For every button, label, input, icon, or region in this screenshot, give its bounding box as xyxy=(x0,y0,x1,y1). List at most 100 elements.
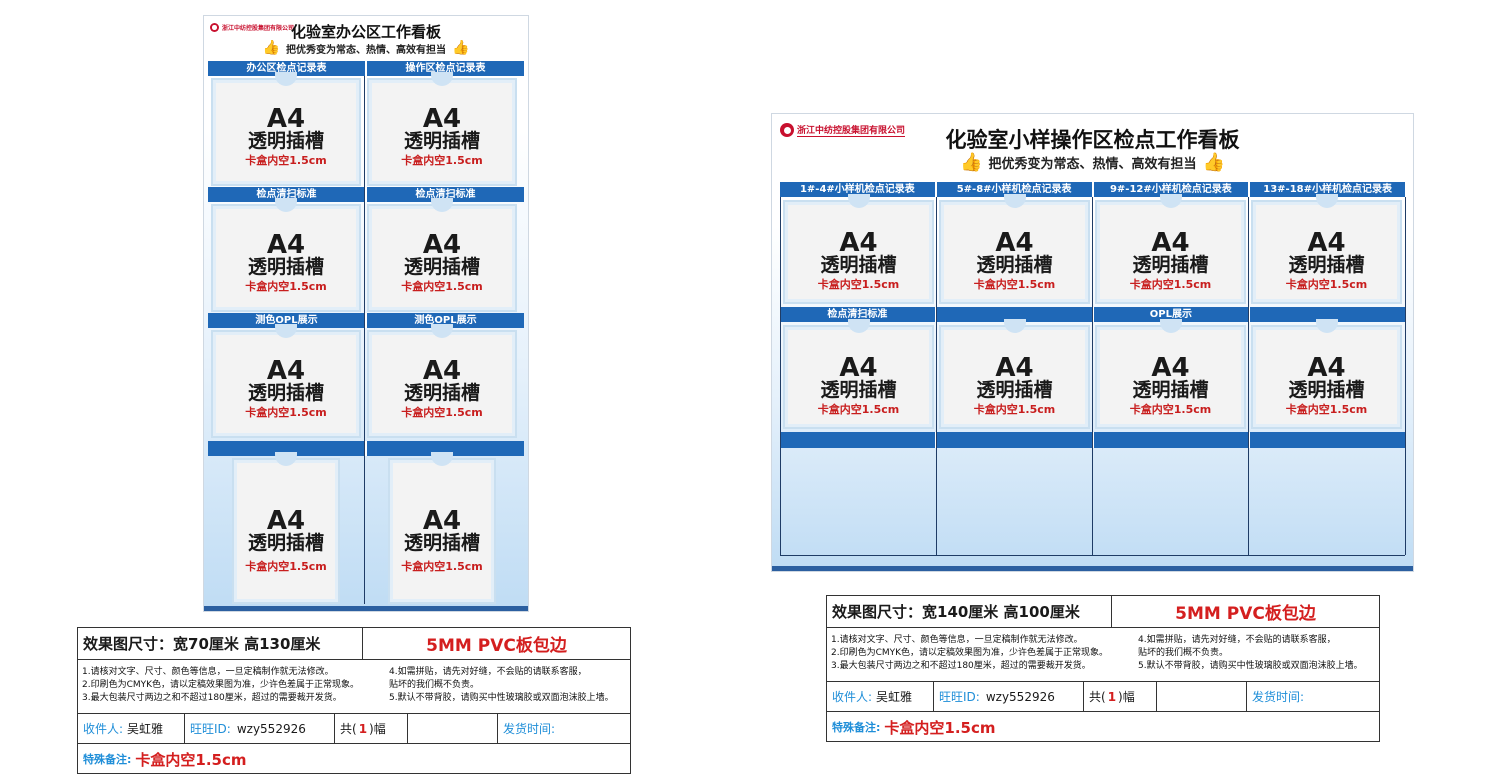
card-hole xyxy=(275,324,297,338)
band-label xyxy=(208,441,367,456)
board-title: 化验室小样操作区检点工作看板 xyxy=(945,128,1240,152)
info-special-row: 特殊备注: 卡盒内空1.5cm xyxy=(827,712,1379,742)
column-divider xyxy=(936,197,937,555)
note-line: 2.印刷色为CMYK色，请以定稿效果图为准，少许色差属于正常现象。 xyxy=(831,648,1109,658)
card-a4: A4 xyxy=(422,356,462,386)
count-cell: 共( 1 )幅 xyxy=(1084,682,1157,711)
card-a4: A4 xyxy=(422,506,462,536)
slogan-text: 把优秀变为常态、热情、高效有担当 xyxy=(286,44,446,56)
band-label xyxy=(937,432,1094,448)
a4-slot-card: A4 透明插槽 卡盒内空1.5cm xyxy=(211,198,361,312)
a4-slot-card: A4 透明插槽 卡盒内空1.5cm xyxy=(367,324,517,438)
recipient-label: 收件人: xyxy=(83,722,124,736)
card-hole xyxy=(275,198,297,212)
special-value: 卡盒内空1.5cm xyxy=(884,718,996,737)
company-logo: 浙江中纺控股集团有限公司 xyxy=(210,23,294,32)
company-name: 浙江中纺控股集团有限公司 xyxy=(797,123,906,137)
company-logo: 浙江中纺控股集团有限公司 xyxy=(780,123,906,137)
info-notes-row: 1.请核对文字、尺寸、颜色等信息，一旦定稿制作就无法修改。 2.印刷色为CMYK… xyxy=(78,660,630,714)
card-hole xyxy=(1159,319,1182,333)
blank-cell xyxy=(1157,682,1247,711)
special-value: 卡盒内空1.5cm xyxy=(135,750,247,769)
recipient-label: 收件人: xyxy=(832,690,873,704)
band-label: OPL展示 xyxy=(1094,307,1251,322)
note-line: 贴坏的我们概不负责。 xyxy=(1138,648,1229,658)
material-cell: 5MM PVC板包边 xyxy=(363,628,630,659)
ship-cell: 发货时间: xyxy=(498,714,630,743)
card-a4: A4 xyxy=(266,506,306,536)
card-hole xyxy=(847,194,870,208)
a4-slot-card: A4 透明插槽 卡盒内空1.5cm xyxy=(367,198,517,312)
column-divider xyxy=(364,76,365,604)
info-recipient-row: 收件人: 吴虹雅 旺旺ID: wzy552926 共( 1 )幅 发货时间: xyxy=(78,714,630,744)
a4-slot-card: A4 透明插槽 卡盒内空1.5cm xyxy=(232,452,340,604)
size-text: 效果图尺寸：宽140厘米 高100厘米 xyxy=(832,603,1080,621)
card-gap: 卡盒内空1.5cm xyxy=(245,153,327,167)
card-hole xyxy=(431,198,453,212)
thumbs-up-icon: 👍 xyxy=(262,40,280,56)
section-band xyxy=(208,441,524,456)
band-label: 5#-8#小样机检点记录表 xyxy=(937,182,1094,197)
column-divider xyxy=(1248,197,1249,555)
card-hole xyxy=(431,72,453,86)
ww-value: wzy552926 xyxy=(985,689,1055,704)
blank-cell xyxy=(408,714,498,743)
count-prefix: 共( xyxy=(340,722,357,736)
band-label: 操作区检点记录表 xyxy=(405,63,486,74)
card-a4: A4 xyxy=(422,104,462,134)
card-gap: 卡盒内空1.5cm xyxy=(401,279,483,293)
bottom-line xyxy=(780,555,1405,556)
size-cell: 效果图尺寸：宽140厘米 高100厘米 xyxy=(827,596,1112,627)
size-text: 效果图尺寸：宽70厘米 高130厘米 xyxy=(83,635,321,653)
band-label: 办公区检点记录表 xyxy=(208,61,367,76)
card-hole xyxy=(431,452,453,466)
note-line: 贴坏的我们概不负责。 xyxy=(389,680,480,690)
card-a4: A4 xyxy=(1151,228,1190,258)
section-band: 测色OPL展示 测色OPL展示 xyxy=(208,313,524,328)
band-label: 13#-18#小样机检点记录表 xyxy=(1263,184,1392,195)
card-slot: 透明插槽 xyxy=(1288,254,1365,276)
note-line: 5.默认不带背胶，请购买中性玻璃胶或双面泡沫胶上墙。 xyxy=(1138,661,1363,671)
card-hole xyxy=(1003,194,1026,208)
card-gap: 卡盒内空1.5cm xyxy=(973,277,1056,291)
card-gap: 卡盒内空1.5cm xyxy=(973,402,1056,416)
recipient-cell: 收件人: 吴虹雅 xyxy=(78,714,185,743)
card-hole xyxy=(275,452,297,466)
thumbs-up-icon: 👍 xyxy=(960,152,983,173)
band-label: 检点清扫标准 xyxy=(780,307,937,322)
band-label xyxy=(1094,432,1251,448)
card-a4: A4 xyxy=(1151,353,1190,383)
order-info-box: 效果图尺寸：宽140厘米 高100厘米 5MM PVC板包边 1.请核对文字、尺… xyxy=(826,595,1380,742)
column-divider xyxy=(1092,197,1093,555)
a4-slot-card: A4 透明插槽 卡盒内空1.5cm xyxy=(1095,194,1246,304)
a4-slot-card: A4 透明插槽 卡盒内空1.5cm xyxy=(1251,319,1402,429)
a4-slot-card: A4 透明插槽 卡盒内空1.5cm xyxy=(211,72,361,186)
a4-slot-card: A4 透明插槽 卡盒内空1.5cm xyxy=(783,194,934,304)
card-slot: 透明插槽 xyxy=(403,130,480,152)
card-slot: 透明插槽 xyxy=(247,532,324,554)
a4-slot-card: A4 透明插槽 卡盒内空1.5cm xyxy=(1251,194,1402,304)
note-line: 2.印刷色为CMYK色，请以定稿效果图为准，少许色差属于正常现象。 xyxy=(82,680,360,690)
card-hole xyxy=(1159,194,1182,208)
ship-cell: 发货时间: xyxy=(1247,682,1379,711)
recipient-value: 吴虹雅 xyxy=(127,722,164,736)
card-gap: 卡盒内空1.5cm xyxy=(817,277,900,291)
band-label: 检点清扫标准 xyxy=(415,189,476,200)
ww-cell: 旺旺ID: wzy552926 xyxy=(934,682,1084,711)
note-line: 4.如需拼贴，请先对好缝，不会贴的请联系客服， xyxy=(389,667,587,677)
note-line: 4.如需拼贴，请先对好缝，不会贴的请联系客服， xyxy=(1138,635,1336,645)
ww-cell: 旺旺ID: wzy552926 xyxy=(185,714,335,743)
section-band: 办公区检点记录表 操作区检点记录表 xyxy=(208,61,524,76)
bottom-bar xyxy=(772,566,1413,571)
card-a4: A4 xyxy=(1307,228,1346,258)
count-value: 1 xyxy=(1107,689,1117,704)
bottom-bar xyxy=(204,606,528,611)
card-slot: 透明插槽 xyxy=(403,256,480,278)
card-hole xyxy=(1315,319,1338,333)
info-recipient-row: 收件人: 吴虹雅 旺旺ID: wzy552926 共( 1 )幅 发货时间: xyxy=(827,682,1379,712)
card-a4: A4 xyxy=(995,353,1034,383)
card-gap: 卡盒内空1.5cm xyxy=(245,405,327,419)
a4-slot-card: A4 透明插槽 卡盒内空1.5cm xyxy=(367,72,517,186)
card-gap: 卡盒内空1.5cm xyxy=(817,402,900,416)
card-slot: 透明插槽 xyxy=(1132,379,1209,401)
